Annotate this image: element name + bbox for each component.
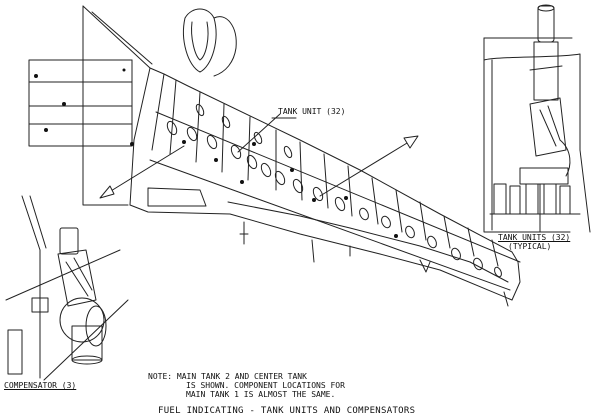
compensator-label: COMPENSATOR (3) (4, 381, 77, 390)
note-line-1: NOTE: MAIN TANK 2 AND CENTER TANK (148, 372, 307, 381)
compensator-inset (5, 195, 129, 381)
note-line-2: IS SHOWN. COMPONENT LOCATIONS FOR (186, 381, 345, 390)
typical-label: (TYPICAL) (508, 242, 552, 251)
figure-title: FUEL INDICATING - TANK UNITS AND COMPENS… (158, 406, 416, 416)
engine-nacelle (183, 8, 237, 77)
callout-arrows (99, 113, 419, 199)
wing-outline (129, 67, 521, 301)
tank-unit-probes (166, 103, 502, 278)
tank-units-inset (483, 4, 591, 233)
fuselage-section (28, 5, 153, 206)
note-block: NOTE: MAIN TANK 2 AND CENTER TANK IS SHO… (148, 372, 345, 399)
fastener-dots (34, 68, 398, 238)
tank-units-label: TANK UNITS (32) (498, 233, 571, 242)
drain-valves (239, 221, 509, 307)
note-line-3: MAIN TANK 1 IS ALMOST THE SAME. (186, 390, 336, 399)
tank-unit-label: TANK UNIT (32) (278, 107, 346, 116)
